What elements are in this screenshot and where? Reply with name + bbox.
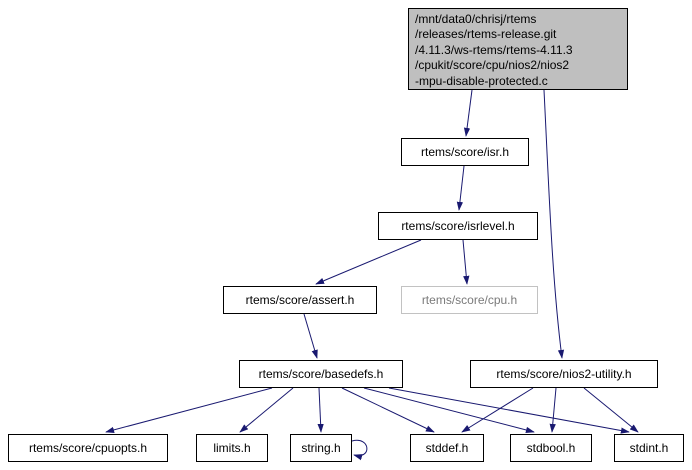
node-cpu-h: rtems/score/cpu.h [401, 286, 538, 314]
edge-root-to-isr [463, 89, 473, 137]
edge-basedefs-to-stdbool [363, 387, 535, 434]
node-assert-h[interactable]: rtems/score/assert.h [223, 286, 377, 314]
edge-root-to-nios2-utility [543, 89, 565, 359]
node-isr-h[interactable]: rtems/score/isr.h [401, 138, 529, 166]
edge-nios2-utility-to-stdbool [549, 387, 557, 433]
node-stdint-h[interactable]: stdint.h [614, 434, 684, 462]
edge-nios2-utility-to-stddef [461, 387, 534, 433]
edge-basedefs-to-limits [239, 387, 294, 433]
edge-basedefs-to-stddef [341, 387, 435, 433]
node-basedefs-h[interactable]: rtems/score/basedefs.h [239, 360, 403, 388]
node-string-h[interactable]: string.h [290, 434, 352, 462]
node-nios2-utility-h[interactable]: rtems/score/nios2-utility.h [470, 360, 658, 388]
node-stddef-h[interactable]: stddef.h [410, 434, 484, 462]
node-stdbool-h[interactable]: stdbool.h [510, 434, 592, 462]
edge-string-self-loop [351, 439, 368, 461]
edge-nios2-utility-to-stdint [583, 387, 639, 433]
node-cpuopts-h[interactable]: rtems/score/cpuopts.h [8, 434, 168, 462]
node-isrlevel-h[interactable]: rtems/score/isrlevel.h [378, 212, 538, 240]
edge-isrlevel-to-cpu [462, 239, 470, 285]
edge-basedefs-to-cpuopts [105, 387, 273, 433]
edge-isr-to-isrlevel [456, 165, 465, 211]
edge-assert-to-basedefs [303, 313, 318, 359]
edge-isrlevel-to-assert [315, 239, 422, 285]
node-limits-h[interactable]: limits.h [196, 434, 268, 462]
edge-basedefs-to-stdint [388, 387, 630, 434]
edge-basedefs-to-string [317, 387, 324, 433]
node-source-file[interactable]: /mnt/data0/chrisj/rtems /releases/rtems-… [408, 8, 628, 90]
